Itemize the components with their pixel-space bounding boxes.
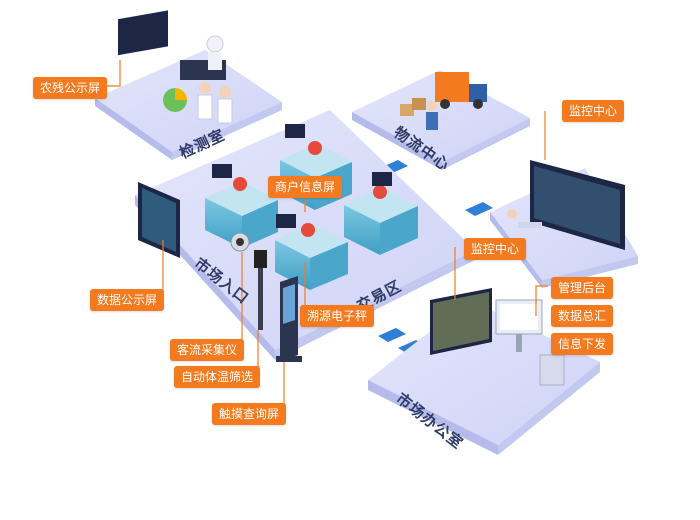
inspection-room-platform — [95, 10, 282, 160]
logistics-platform — [352, 70, 530, 170]
booth-1 — [205, 177, 278, 248]
callout-merchant-info-screen: 商户信息屏 — [268, 176, 343, 198]
temperature-screening-pole — [258, 256, 263, 330]
callout-data-public-screen: 数据公示屏 — [90, 289, 165, 311]
callout-data-summary: 数据总汇 — [551, 305, 614, 327]
monitoring-center-platform — [490, 160, 638, 288]
callout-management-backend: 管理后台 — [551, 277, 614, 299]
booth-4 — [275, 223, 348, 290]
callout-traceability-scale: 溯源电子秤 — [300, 305, 375, 327]
pesticide-screen-device — [118, 10, 168, 56]
callout-monitoring-center-top: 监控中心 — [562, 100, 625, 122]
server-stack — [539, 354, 565, 386]
callout-touch-query-screen: 触摸查询屏 — [212, 403, 287, 425]
callout-info-distribution: 信息下发 — [551, 333, 614, 355]
booth-3 — [344, 185, 418, 255]
callout-customer-flow-counter: 客流采集仪 — [170, 339, 245, 361]
callout-auto-temperature-screening: 自动体温筛选 — [174, 366, 261, 388]
callout-monitoring-center-office: 监控中心 — [464, 238, 527, 260]
merchant-screen-device — [285, 124, 305, 138]
callout-pesticide-residue-screen: 农残公示屏 — [33, 77, 108, 99]
market-office-platform — [368, 288, 600, 455]
entrance-devices — [138, 182, 302, 362]
